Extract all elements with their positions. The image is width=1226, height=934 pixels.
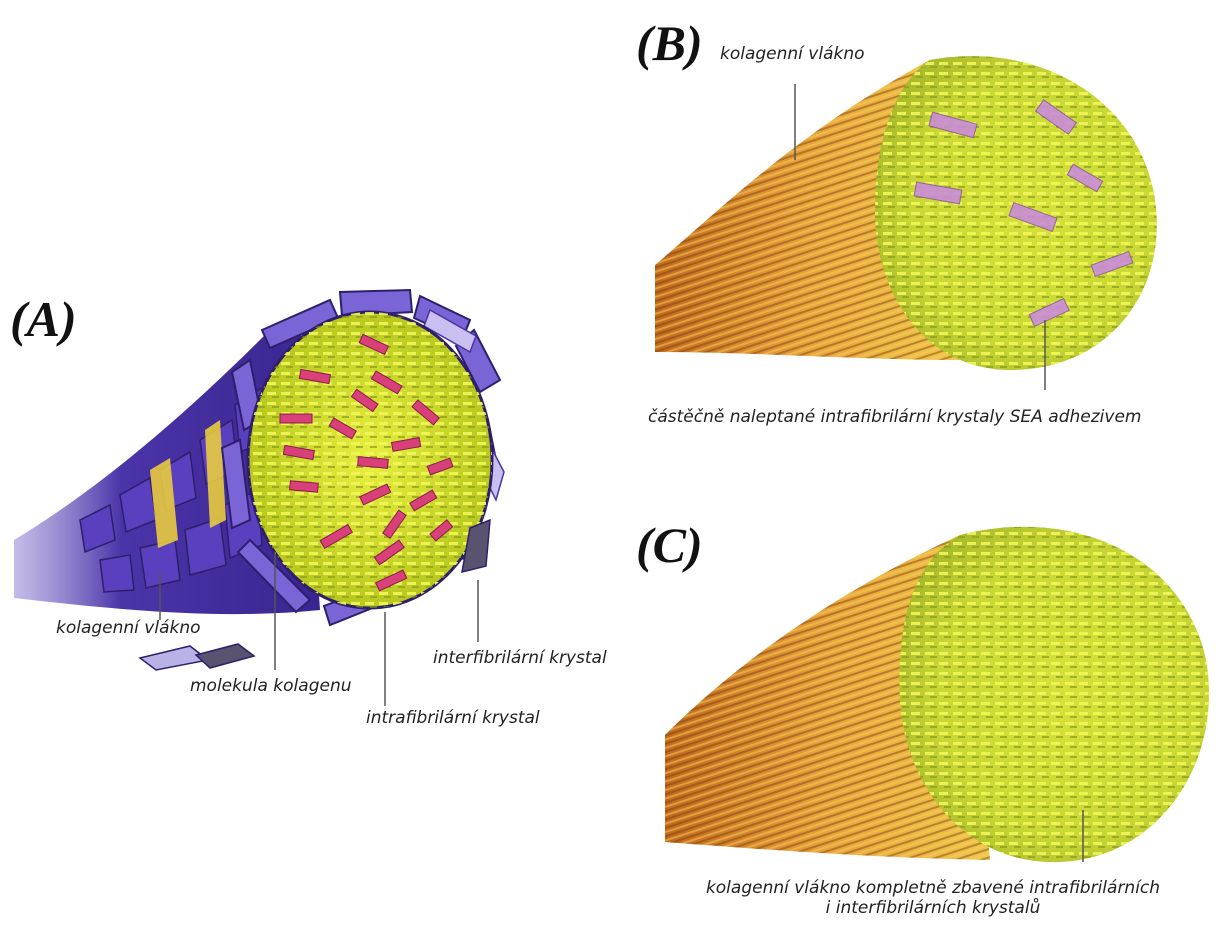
panel-a-label-interfibrillar-crystal: interfibrilární krystal [433, 648, 607, 668]
panel-c-fiber [665, 527, 1209, 862]
panel-a-label-collagen-fiber: kolagenní vlákno [56, 618, 201, 638]
panel-b-letter: (B) [636, 18, 703, 68]
panel-b-label-etched-crystals: částěčně naleptané intrafibrilární kryst… [648, 407, 1141, 427]
panel-b-fiber [655, 56, 1157, 390]
panel-c-label-line1: kolagenní vlákno kompletně zbavené intra… [640, 878, 1226, 898]
panel-a-label-intrafibrillar-crystal: intrafibrilární krystal [366, 708, 540, 728]
panel-c-letter: (C) [636, 520, 703, 570]
panel-a-letter: (A) [10, 294, 77, 344]
panel-c-label-line2: i interfibrilárních krystalů [640, 898, 1226, 918]
panel-b-label-collagen-fiber: kolagenní vlákno [720, 44, 865, 64]
panel-a-label-collagen-molecule: molekula kolagenu [190, 676, 352, 696]
panel-c-label-depleted-fiber: kolagenní vlákno kompletně zbavené intra… [640, 878, 1226, 919]
panel-a-fiber [14, 290, 504, 706]
